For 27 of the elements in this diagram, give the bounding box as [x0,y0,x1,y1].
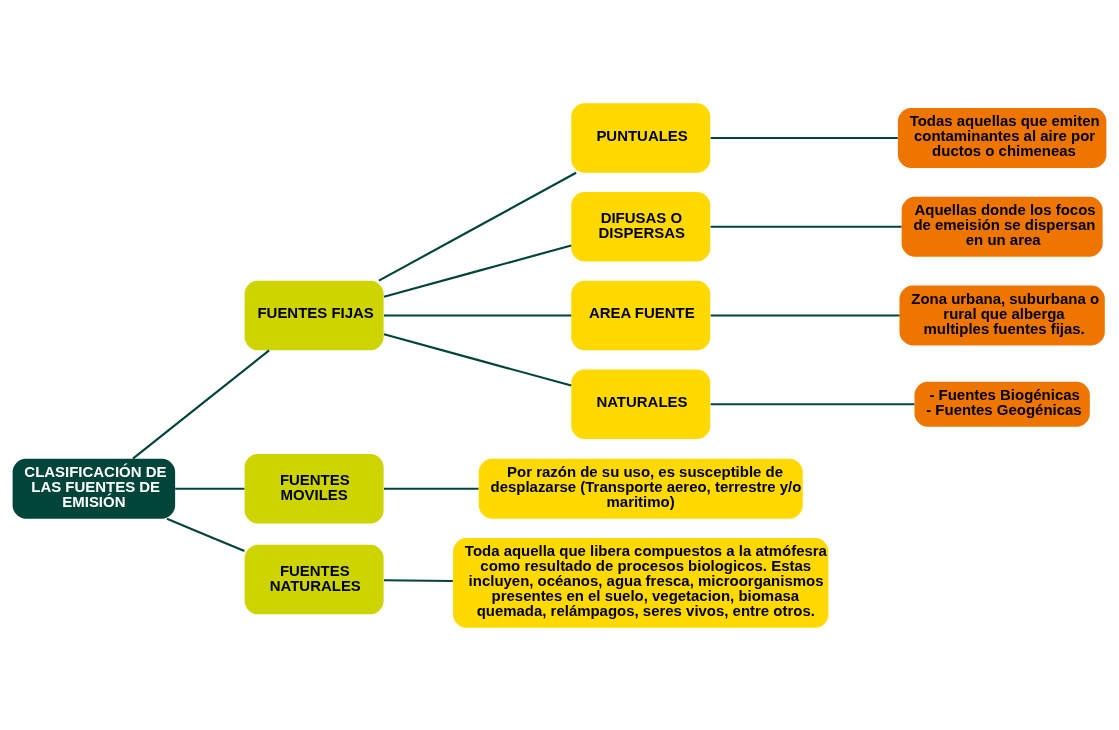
node-box: Toda aquella que libera compuestos a la atmófesra como resultado de procesos biologicos. Estas incluyen, océanos, agua fresca, microorganismos presentes en el suelo, vegetacion, biomasa quemada, relámpagos, seres vivos, entre otros. [453,537,829,628]
connector [175,487,245,490]
node-box: DIFUSAS O DISPERSAS [571,191,711,261]
connector [710,402,915,405]
node-box: Todas aquellas que emiten contaminantes al aire por ductos o chimeneas [897,107,1107,168]
node-box: FUENTES NATURALES [244,544,384,614]
node-box: - Fuentes Biogénicas - Fuentes Geogénicas [914,381,1090,427]
connector [378,171,577,282]
node-box: PUNTUALES [571,102,711,173]
node-box: CLASIFICACIÓN DE LAS FUENTES DE EMISIÓN [12,458,176,519]
connector [132,349,270,459]
node-box: Aquellas donde los focos de emeisión se dispersan en un area [901,196,1103,257]
connector [384,487,479,490]
connector [383,243,572,298]
node-box: Por razón de su uso, es susceptible de desplazarse (Transporte aereo, terrestre y/o maritimo) [478,458,803,519]
node-box: NATURALES [571,369,711,439]
connector [384,313,572,317]
node-box: FUENTES MOVILES [244,453,384,523]
connector [710,136,898,139]
connector [384,578,453,582]
connector [166,517,245,552]
connector [383,332,572,387]
connector [710,313,900,317]
node-box: Zona urbana, suburbana o rural que alberga multiples fuentes fijas. [899,285,1105,345]
connector [710,225,902,228]
node-box: FUENTES FIJAS [244,280,384,350]
node-box: AREA FUENTE [571,280,711,350]
